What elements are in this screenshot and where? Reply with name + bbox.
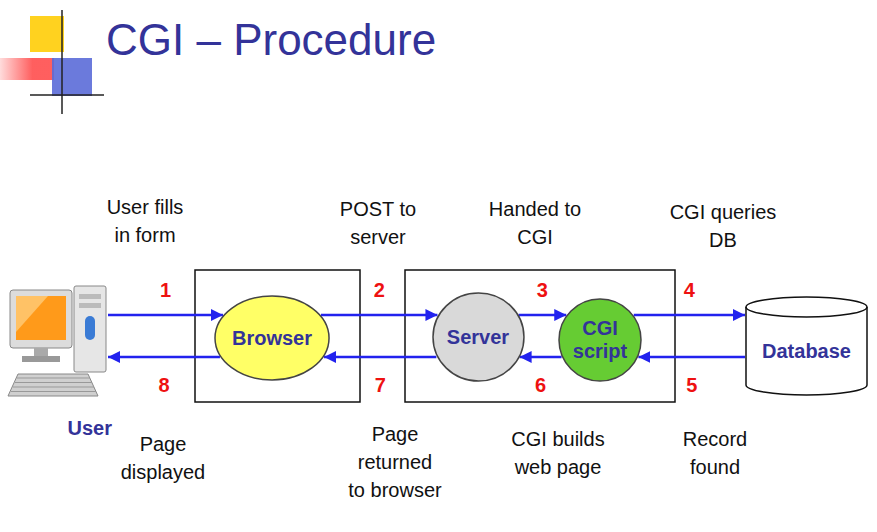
server-box — [405, 270, 675, 402]
flow-arrow — [321, 314, 437, 317]
drive-slot — [79, 294, 101, 299]
node-label: Server — [447, 326, 509, 349]
node-label: User — [68, 417, 112, 440]
step-description: Handed to CGI — [478, 195, 593, 251]
flow-arrow — [108, 314, 223, 317]
step-description: Page returned to browser — [348, 420, 443, 504]
flow-arrow — [519, 314, 567, 317]
step-description: POST to server — [328, 195, 428, 251]
deco-yellow-square — [30, 16, 64, 52]
node-label: Database — [762, 340, 851, 363]
cylinder-body — [746, 297, 867, 395]
process-ellipse: Browser — [214, 295, 330, 381]
step-number: 7 — [365, 374, 395, 396]
process-ellipse: CGI script — [558, 298, 642, 382]
flow-arrow — [324, 356, 436, 359]
flow-arrow — [634, 314, 745, 317]
user-node: User — [8, 282, 112, 442]
monitor-bezel — [10, 290, 72, 348]
pc-tower — [74, 286, 106, 372]
ellipse-outline — [559, 299, 641, 381]
step-number: 1 — [150, 279, 180, 301]
step-number: 6 — [526, 374, 556, 396]
database-cylinder: Database — [745, 296, 868, 396]
monitor-screen — [16, 296, 66, 340]
keyboard — [8, 374, 98, 396]
process-ellipse: Server — [432, 292, 525, 382]
step-number: 2 — [364, 279, 394, 301]
key-row — [13, 387, 94, 388]
ellipse-outline — [433, 293, 524, 381]
deco-red-bar — [0, 58, 54, 80]
screen-glare — [16, 296, 48, 332]
client-box — [195, 270, 360, 402]
flow-arrow — [520, 356, 562, 359]
node-label: CGI script — [573, 317, 627, 363]
title-rule — [104, 94, 870, 96]
tower-badge — [85, 316, 95, 340]
deco-horizontal-line — [30, 94, 104, 96]
key-row — [15, 382, 92, 383]
computer-icon — [8, 286, 106, 396]
monitor-stand — [34, 348, 48, 356]
step-description: User fills in form — [99, 193, 191, 249]
slide-title: CGI – Procedure — [106, 14, 436, 67]
step-description: CGI queries DB — [663, 198, 783, 254]
step-number: 4 — [674, 279, 704, 301]
deco-blue-square — [52, 58, 92, 96]
drive-slot — [79, 303, 101, 308]
step-number: 3 — [527, 279, 557, 301]
step-number: 5 — [677, 374, 707, 396]
key-row — [11, 391, 96, 392]
deco-vertical-line — [61, 10, 63, 114]
flow-arrow — [108, 356, 220, 359]
ellipse-outline — [215, 296, 329, 380]
step-description: Record found — [665, 425, 765, 481]
monitor-base — [22, 356, 60, 362]
step-number: 8 — [149, 374, 179, 396]
step-description: CGI builds web page — [498, 425, 618, 481]
node-label: Browser — [232, 327, 312, 350]
cylinder-rim — [746, 307, 867, 317]
step-description: Page displayed — [113, 430, 213, 486]
flow-arrow — [638, 356, 745, 359]
key-row — [17, 378, 90, 379]
